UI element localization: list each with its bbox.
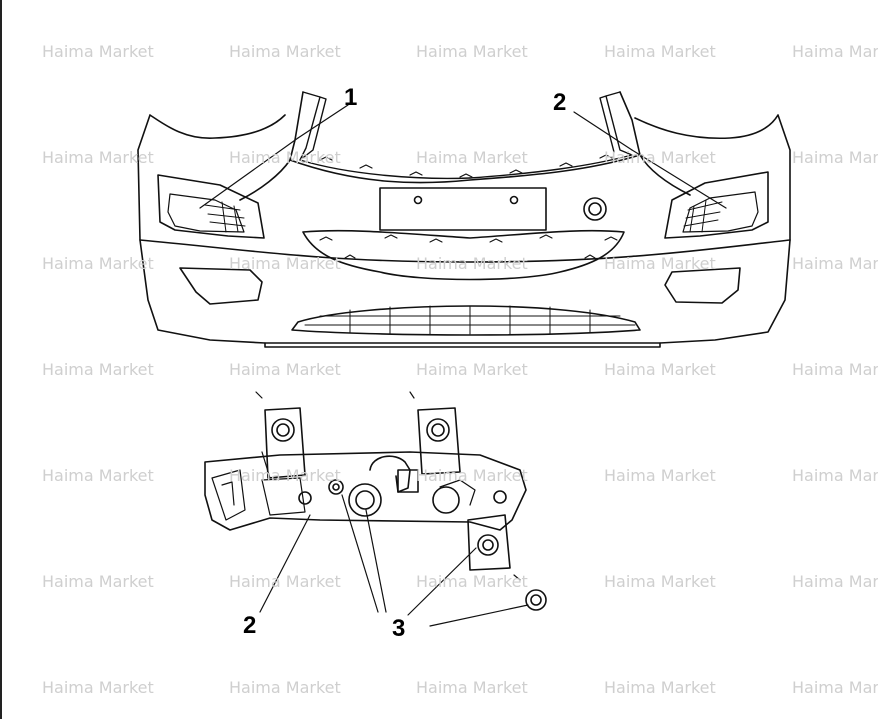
- fog-lamp-lens: [348, 483, 382, 517]
- callout-3-fasteners: 3: [392, 615, 406, 642]
- bracket-mount-tab-middle: [417, 407, 461, 475]
- bracket-mount-tab-left: [264, 407, 306, 479]
- bumper-outline: [137, 91, 791, 344]
- wiring-connector: [369, 455, 411, 493]
- right-lower-scoop: [664, 267, 741, 304]
- fog-lamp-socket: [432, 486, 460, 514]
- fog-lamp-bracket-assembly: [204, 391, 547, 611]
- left-fog-lamp: [157, 174, 265, 239]
- bumper-lower-edge: [264, 342, 661, 348]
- trim-clips: [319, 154, 613, 178]
- bumper-crease: [139, 239, 791, 263]
- callout-2-bumper-trim: 2: [553, 89, 567, 116]
- leader-lines: [199, 104, 727, 627]
- callout-2-bracket: 2: [243, 612, 257, 639]
- lower-grille: [302, 229, 625, 281]
- right-fog-lamp: [664, 171, 769, 239]
- right-trim-strip: [469, 91, 633, 179]
- bottom-slats: [291, 305, 641, 336]
- bracket-mount-tab-right: [467, 514, 511, 571]
- grille-clips: [319, 234, 618, 259]
- left-trim-strip: [299, 91, 471, 180]
- left-border: [0, 0, 2, 719]
- left-lower-scoop: [179, 267, 263, 305]
- bracket-body: [204, 451, 527, 531]
- license-plate-area: [379, 187, 547, 231]
- tow-hook-cover: [583, 197, 607, 221]
- front-bumper: [137, 91, 791, 348]
- callout-1-bumper-trim: 1: [344, 84, 358, 111]
- mounting-nut: [525, 589, 547, 611]
